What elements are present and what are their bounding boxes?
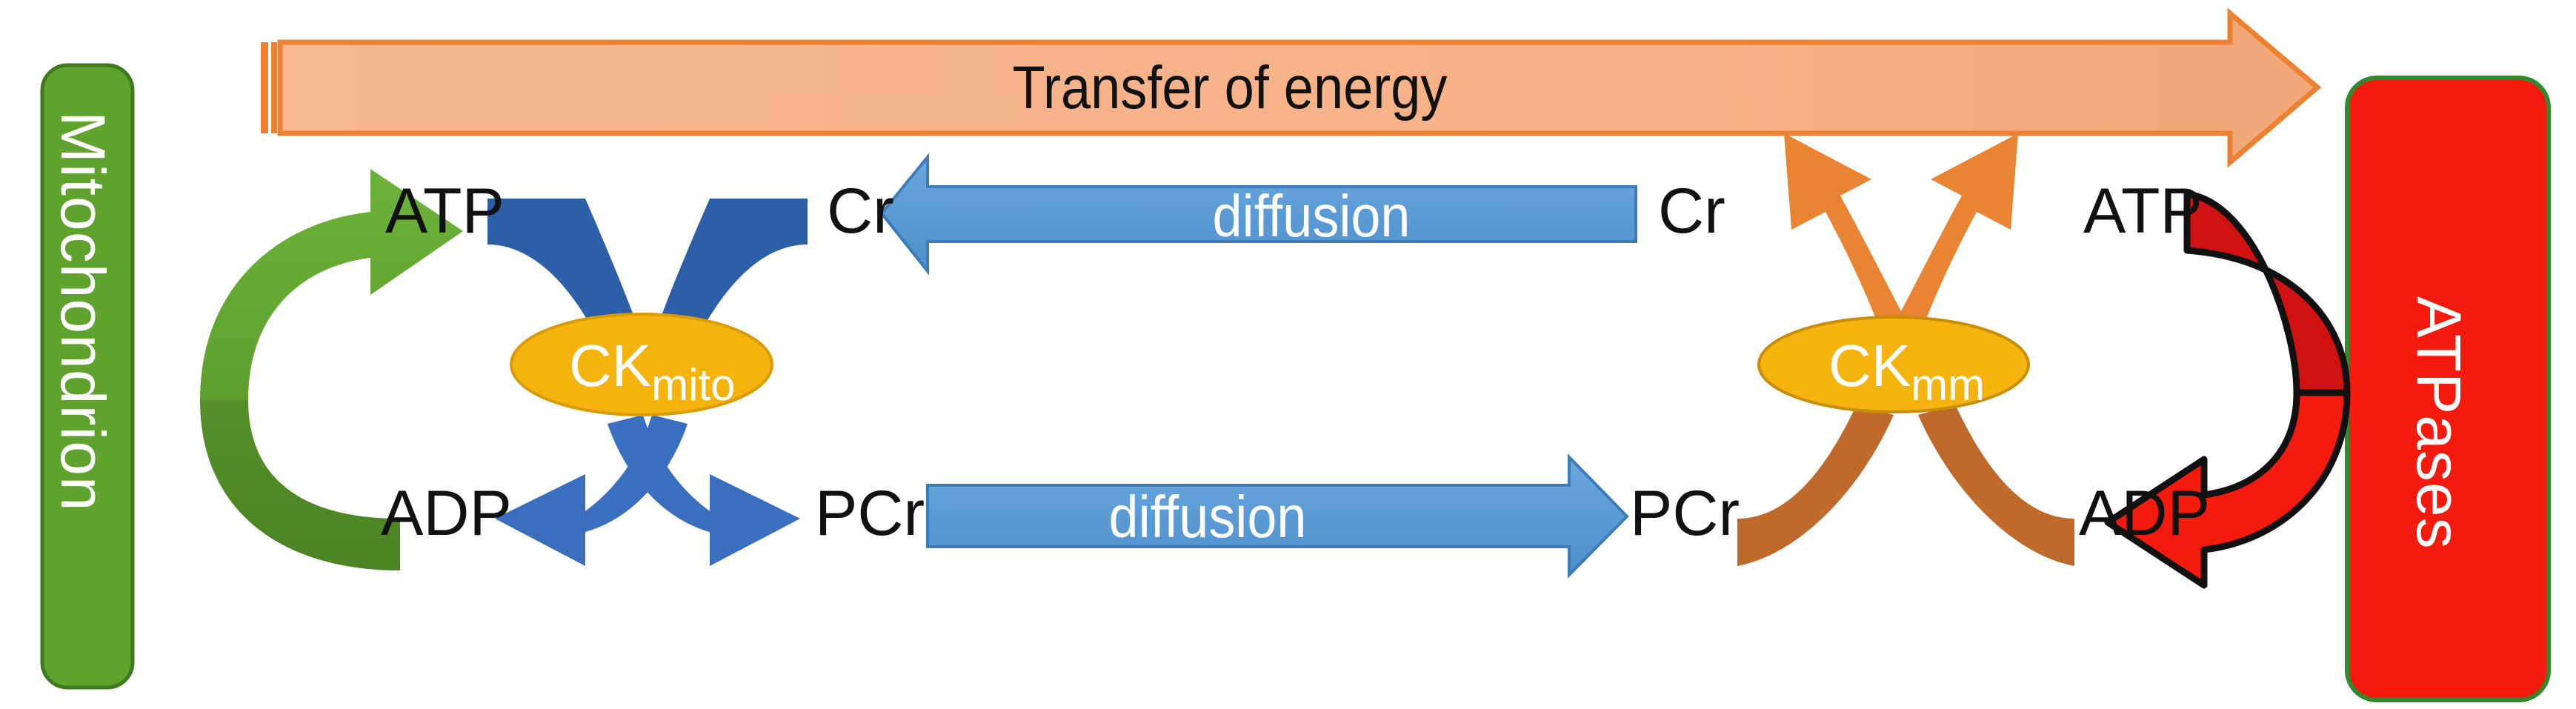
ck-mito-subscript: mito — [651, 360, 736, 410]
ck-mm-ellipse[interactable] — [1757, 316, 2030, 413]
blue-arrow-ck-to-pcr — [608, 415, 800, 566]
diffusion-top-arrow — [879, 153, 1637, 276]
left-arrow-icon — [879, 153, 1637, 276]
ck-mito-ellipse[interactable] — [510, 313, 773, 416]
banner-tail-line-1 — [261, 42, 268, 133]
ck-mito-base: CK — [569, 333, 652, 399]
brown-arrow-adp-to-ck — [1918, 405, 2074, 566]
label-right-atp: ATP — [2083, 176, 2203, 247]
mitochondrion-box[interactable] — [40, 63, 135, 690]
label-right-adp: ADP — [2079, 478, 2210, 549]
mitochondrion-box-shape — [40, 63, 135, 690]
transfer-of-energy-banner — [261, 7, 2322, 168]
brown-arrow-pcr-to-ck — [1737, 405, 1894, 566]
banner-tail-line-2 — [271, 42, 277, 133]
right-arrow-icon — [926, 453, 1629, 579]
ck-mm-arrows — [1737, 133, 2074, 566]
green-arrow-lower — [200, 400, 400, 570]
label-cr-right: Cr — [1658, 176, 1725, 247]
red-arrow-upper — [2183, 190, 2351, 396]
label-pcr-right: PCr — [1630, 478, 1740, 549]
ck-mm-subscript: mm — [1911, 360, 1986, 410]
green-arrow-upper — [200, 169, 463, 400]
green-cycle-arrow — [200, 169, 463, 570]
label-left-adp: ADP — [381, 478, 512, 549]
ck-mm-base: CK — [1828, 333, 1911, 399]
ck-mito-label: CKmito — [569, 332, 736, 410]
diffusion-bottom-label: diffusion — [1108, 484, 1307, 550]
ck-mm-label: CKmm — [1828, 332, 1985, 410]
mitochondrion-label: Mitochondrion — [48, 111, 118, 512]
atpases-label: ATPases — [2404, 296, 2474, 550]
red-cycle-arrow — [2104, 190, 2351, 589]
label-cr-left: Cr — [827, 176, 894, 247]
wide-right-arrow-icon — [277, 7, 2322, 168]
orange-arrow-ck-to-atp — [1871, 133, 2018, 369]
transfer-of-energy-label: Transfer of energy — [1012, 54, 1448, 122]
diffusion-bottom-arrow — [926, 453, 1629, 579]
red-arrow-lower — [2104, 389, 2351, 589]
orange-arrow-ck-to-cr — [1784, 133, 1931, 369]
label-pcr-left: PCr — [815, 478, 925, 549]
label-left-atp: ATP — [385, 176, 505, 247]
diffusion-top-label: diffusion — [1212, 183, 1411, 249]
